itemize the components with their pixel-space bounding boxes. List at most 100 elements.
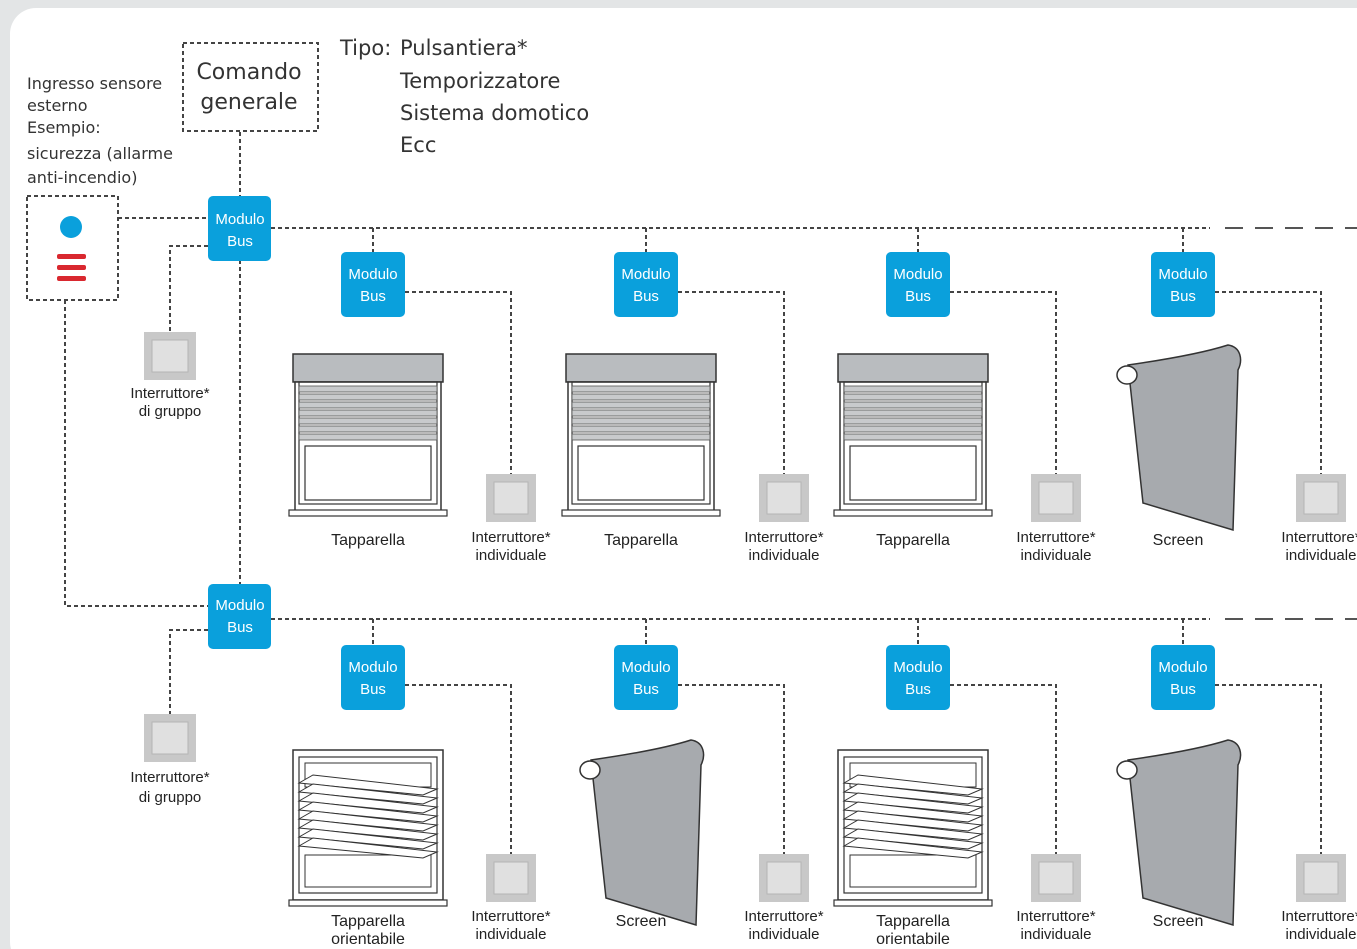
alarm-bar-icon	[57, 265, 86, 270]
device-label-line2: orientabile	[331, 931, 405, 948]
switch-plate	[1038, 481, 1074, 515]
wire	[950, 684, 1057, 854]
individual-switch-label: individuale	[1286, 547, 1357, 564]
individual-switch-label: Interruttore*	[1281, 529, 1357, 546]
roller-shutter-icon	[561, 353, 721, 517]
switch-plate	[151, 339, 189, 373]
individual-switch-label: individuale	[1286, 926, 1357, 943]
sensor-text-line: sicurezza (allarme	[27, 144, 173, 163]
individual-switch-label: individuale	[476, 926, 547, 943]
switch-plate	[493, 481, 529, 515]
individual-switch	[1031, 474, 1081, 522]
alarm-bar-icon	[57, 276, 86, 281]
bus-module-label: Bus	[633, 288, 659, 305]
individual-switch-label: individuale	[749, 926, 820, 943]
bus-module-box	[208, 196, 271, 261]
bus-module-label: Bus	[227, 619, 253, 636]
main-bus-module-2: Modulo Bus	[208, 584, 271, 649]
bus-module-label: Modulo	[621, 266, 670, 283]
tipo-label: Tipo:	[339, 36, 391, 60]
group-switch-label: Interruttore*	[130, 385, 209, 402]
individual-switch	[759, 854, 809, 902]
wire	[1215, 684, 1322, 854]
bus-module-label: Modulo	[215, 211, 264, 228]
bus-module-label: Bus	[905, 288, 931, 305]
general-command-box	[182, 42, 319, 132]
main-bus-module-1: Modulo Bus	[208, 196, 271, 261]
device-label: Tapparella	[876, 913, 950, 930]
bus-module-box	[1151, 252, 1215, 317]
individual-switch-label: Interruttore*	[1281, 908, 1357, 925]
bus-module-box	[208, 584, 271, 649]
group-switch-label: di gruppo	[139, 789, 202, 806]
bus-module-label: Bus	[1170, 681, 1196, 698]
device-label: Screen	[616, 913, 667, 930]
bus-module-label: Modulo	[1158, 659, 1207, 676]
roller-shutter-icon	[833, 353, 993, 517]
wire	[1215, 291, 1322, 474]
screen-blind-icon	[1116, 344, 1242, 531]
tipo-item: Sistema domotico	[400, 101, 589, 125]
bus-module-label: Bus	[633, 681, 659, 698]
individual-switch	[1296, 474, 1346, 522]
wire	[405, 684, 512, 854]
individual-switch-label: Interruttore*	[1016, 529, 1095, 546]
individual-switch-label: individuale	[1021, 926, 1092, 943]
alarm-sensor	[26, 195, 119, 301]
venetian-blind-icon	[288, 749, 448, 907]
individual-switch-label: Interruttore*	[744, 908, 823, 925]
individual-switch-label: individuale	[749, 547, 820, 564]
individual-switch-label: Interruttore*	[1016, 908, 1095, 925]
switch-plate	[151, 721, 189, 755]
wire	[950, 291, 1057, 474]
alarm-indicator-icon	[60, 216, 82, 238]
individual-switch-label: Interruttore*	[471, 529, 550, 546]
sensor-text-line: Ingresso sensore	[27, 74, 162, 93]
sensor-text-line: esterno	[27, 96, 88, 115]
wire	[169, 245, 208, 332]
wire	[678, 684, 785, 854]
wire	[64, 300, 208, 607]
general-command: Comando generale	[182, 42, 319, 132]
wire	[405, 291, 512, 474]
group-switch-label: Interruttore*	[130, 769, 209, 786]
switch-plate	[493, 861, 529, 895]
bus-module-label: Bus	[360, 288, 386, 305]
sensor-text-line: anti-incendio)	[27, 168, 137, 187]
individual-switch-label: individuale	[1021, 547, 1092, 564]
wire	[678, 291, 785, 474]
switch-plate	[766, 861, 802, 895]
device-unit: ModuloBusTapparellaorientabileInterrutto…	[833, 619, 1096, 948]
individual-switch	[1031, 854, 1081, 902]
individual-switch	[1296, 854, 1346, 902]
device-label: Screen	[1153, 913, 1204, 930]
tipo-item: Ecc	[400, 133, 436, 157]
bus-module-label: Bus	[1170, 288, 1196, 305]
bus-module-label: Modulo	[348, 266, 397, 283]
device-label: Tapparella	[331, 913, 405, 930]
bus-module-box	[886, 645, 950, 710]
main-wiring	[64, 132, 1357, 714]
individual-switch	[759, 474, 809, 522]
bus-module-box	[341, 645, 405, 710]
individual-switch-label: Interruttore*	[471, 908, 550, 925]
general-command-line2: generale	[200, 90, 297, 115]
command-types: Tipo: Pulsantiera* Temporizzatore Sistem…	[339, 36, 589, 157]
roller-shutter-icon	[288, 353, 448, 517]
bus-module-label: Modulo	[348, 659, 397, 676]
bus-module-label: Bus	[905, 681, 931, 698]
switch-plate	[1303, 481, 1339, 515]
